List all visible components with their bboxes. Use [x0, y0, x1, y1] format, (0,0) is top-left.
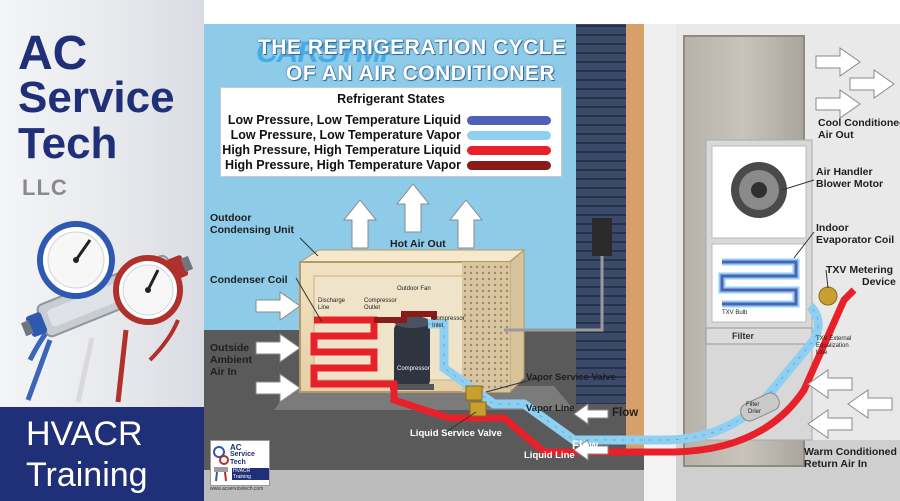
label-compressor-inlet-2: Inlet: [432, 323, 444, 329]
return-air-arrows: [807, 369, 893, 439]
flow-arrows: [573, 403, 609, 461]
label-cool-air-out-1: Cool Conditioned: [818, 117, 900, 129]
footer-logo-line3: Tech: [230, 459, 246, 466]
label-vapor-line: Vapor Line: [526, 403, 575, 414]
discharge-line: [374, 311, 437, 323]
diagram-title-line1: THE REFRIGERATION CYCLE: [258, 36, 567, 59]
label-evap-coil-1: Indoor: [816, 222, 849, 234]
label-outside-air-3: Air In: [210, 366, 237, 378]
cool-air-arrows: [815, 47, 895, 119]
legend-swatch: [467, 116, 551, 125]
diagram-title-line2: OF AN AIR CONDITIONER: [286, 62, 556, 85]
label-filter-drier-1: Filter: [746, 402, 760, 408]
diagram-illustration: [204, 0, 900, 501]
footer-logo-line2: Service: [230, 451, 255, 458]
label-txv-bulb: TXV Bulb: [722, 310, 748, 316]
label-warm-return-2: Return Air In: [804, 458, 868, 470]
footer-logo-line4: HVACR Training: [232, 468, 269, 480]
air-filter: [705, 327, 813, 345]
label-vapor-service-valve: Vapor Service Valve: [526, 372, 616, 383]
label-outdoor-unit-2: Condensing Unit: [210, 224, 294, 236]
label-flow-upper: Flow: [612, 407, 639, 419]
footer-logo: AC Service Tech HVACR Training: [210, 440, 270, 486]
label-txv-1: TXV Metering: [826, 264, 894, 276]
label-filter-drier-2: Drier: [748, 409, 761, 415]
legend-swatch: [467, 161, 551, 170]
legend-item: High Pressure, High Temperature Liquid: [221, 143, 561, 158]
legend-item: High Pressure, High Temperature Vapor: [221, 158, 561, 173]
refrigeration-diagram: CARSYMP .com THE REFRIGERATION CYCLE OF …: [204, 0, 900, 501]
label-evap-coil-2: Evaporator Coil: [816, 234, 895, 246]
manifold-gauge-icon: [20, 221, 194, 403]
brand-tech: Tech: [18, 119, 118, 168]
label-txv-equalization-2: Equalization: [816, 343, 849, 349]
program-line-training: Training: [26, 456, 148, 494]
legend-item-label: Low Pressure, Low Temperature Liquid: [227, 113, 461, 127]
compressor-icon: [394, 322, 430, 388]
liquid-line: [374, 287, 857, 456]
label-outside-air-1: Outside: [210, 342, 250, 354]
label-outside-air-2: Ambient: [210, 354, 252, 366]
legend-title: Refrigerant States: [337, 92, 445, 106]
house-siding: [576, 24, 626, 404]
label-compressor-outlet-1: Compressor: [364, 298, 397, 304]
brand-service: Service: [18, 73, 175, 122]
outside-air-arrows: [255, 291, 301, 403]
label-compressor: Compressor: [397, 366, 430, 372]
vapor-service-valve: [465, 385, 483, 401]
liquid-service-valve: [469, 401, 487, 417]
label-txv-2: Device: [862, 276, 896, 288]
label-condenser-coil: Condenser Coil: [210, 274, 288, 286]
label-compressor-inlet-1: Compressor: [432, 316, 465, 322]
brand-ac: AC: [18, 27, 88, 80]
filter-drier: [740, 392, 780, 422]
label-flow-lower: Flow: [572, 440, 599, 452]
label-liquid-line: Liquid Line: [524, 450, 575, 461]
hot-air-arrows: [342, 183, 484, 249]
vapor-line: [428, 302, 823, 445]
brand-panel: AC Service Tech LLC: [0, 0, 204, 501]
program-banner: [0, 407, 204, 501]
brand-llc: LLC: [22, 175, 68, 200]
legend-item-label: Low Pressure, Low Temperature Vapor: [230, 128, 461, 142]
disconnect-box: [592, 218, 612, 256]
label-txv-equalization-3: Line: [816, 350, 828, 356]
label-txv-equalization-1: TXV External: [816, 336, 852, 342]
label-hot-air-out: Hot Air Out: [390, 238, 446, 250]
legend-swatch: [467, 146, 551, 155]
condenser-coil: [310, 316, 378, 388]
legend-swatch: [467, 131, 551, 140]
legend: Refrigerant States Low Pressure, Low Tem…: [220, 87, 562, 177]
label-liquid-service-valve: Liquid Service Valve: [410, 428, 502, 439]
label-discharge-line-2: Line: [318, 305, 330, 311]
watermark-suffix: .com: [414, 60, 458, 82]
legend-item-label: High Pressure, High Temperature Liquid: [222, 143, 461, 157]
label-air-handler-2: Blower Motor: [816, 178, 884, 190]
txv-metering-device: [818, 286, 838, 306]
legend-item: Low Pressure, Low Temperature Liquid: [221, 113, 561, 128]
legend-item: Low Pressure, Low Temperature Vapor: [221, 128, 561, 143]
label-outdoor-unit-1: Outdoor: [210, 212, 252, 224]
program-line-hvacr: HVACR: [26, 415, 143, 453]
label-filter: Filter: [732, 331, 755, 341]
gauge-logo-icon: [213, 446, 229, 482]
label-air-handler-1: Air Handler: [816, 166, 873, 178]
label-discharge-line-1: Discharge: [318, 298, 346, 304]
footer-logo-url: www.acservicetech.com: [210, 486, 264, 492]
label-compressor-outlet-2: Outlet: [364, 305, 381, 311]
label-outdoor-fan: Outdoor Fan: [397, 286, 431, 292]
watermark: CARSYMP: [256, 36, 400, 69]
legend-item-label: High Pressure, High Temperature Vapor: [225, 158, 461, 172]
label-warm-return-1: Warm Conditioned: [804, 446, 897, 458]
label-cool-air-out-2: Air Out: [818, 129, 854, 141]
footer-logo-line1: AC: [230, 443, 242, 452]
